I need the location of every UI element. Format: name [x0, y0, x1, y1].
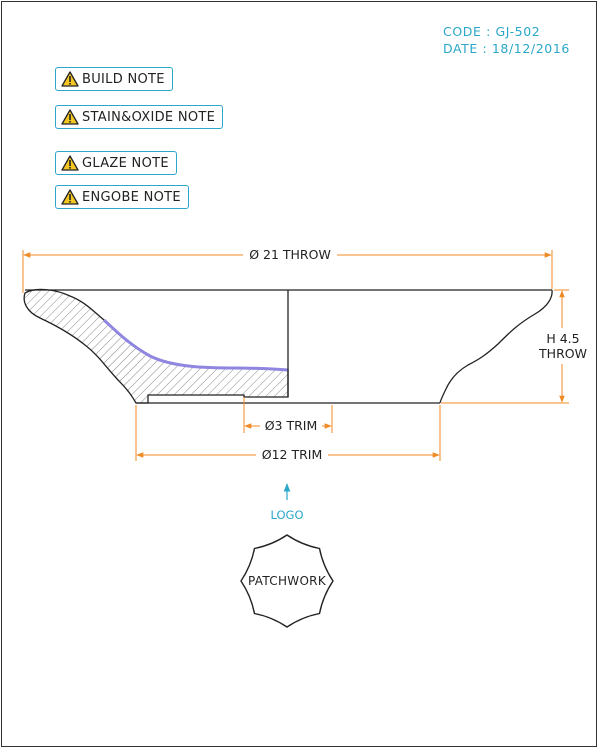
- warning-icon: [61, 71, 79, 87]
- bowl-section-hatch: [23, 288, 289, 404]
- height-label-throw: THROW: [538, 346, 587, 361]
- patchwork-logo: PATCHWORK: [240, 534, 334, 628]
- drawing-date: DATE : 18/12/2016: [443, 41, 570, 56]
- engobe-note-button[interactable]: ENGOBE NOTE: [55, 185, 189, 209]
- stain-oxide-note-label: STAIN&OXIDE NOTE: [82, 109, 216, 125]
- glaze-layer-line: [102, 318, 289, 372]
- title-block: CODE : GJ-502 DATE : 18/12/2016: [443, 23, 570, 57]
- bowl-right-profile: [439, 289, 553, 404]
- logo-pointer-label: LOGO: [270, 508, 303, 522]
- base-trim-label: Ø12 TRIM: [262, 447, 323, 462]
- engobe-note-label: ENGOBE NOTE: [82, 189, 181, 205]
- glaze-note-label: GLAZE NOTE: [82, 155, 169, 171]
- build-note-label: BUILD NOTE: [82, 71, 165, 87]
- product-code: CODE : GJ-502: [443, 24, 541, 39]
- throw-diameter-label: Ø 21 THROW: [249, 247, 331, 262]
- stain-oxide-note-button[interactable]: STAIN&OXIDE NOTE: [55, 105, 224, 129]
- warning-icon: [61, 189, 79, 205]
- warning-icon: [61, 155, 79, 171]
- foot-trim-label: Ø3 TRIM: [265, 418, 318, 433]
- build-note-button[interactable]: BUILD NOTE: [55, 67, 173, 91]
- glaze-note-button[interactable]: GLAZE NOTE: [55, 151, 177, 175]
- logo-brand-text: PATCHWORK: [248, 574, 327, 588]
- height-label: H 4.5: [546, 331, 579, 346]
- warning-icon: [61, 109, 79, 125]
